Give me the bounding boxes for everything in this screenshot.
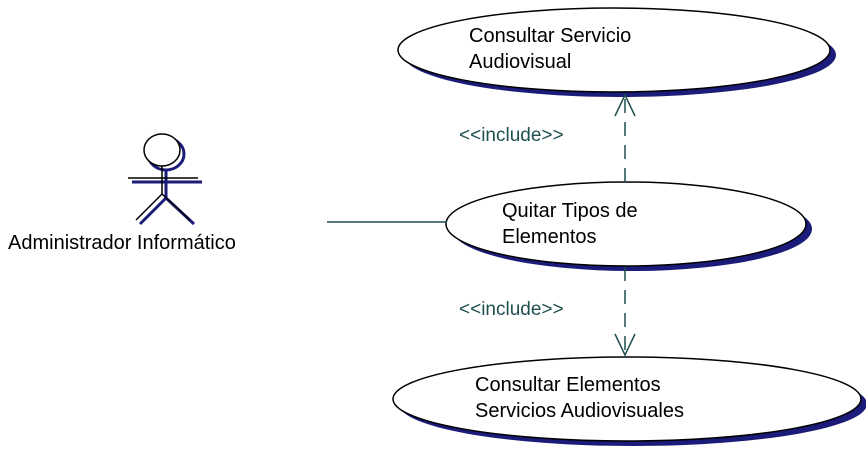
include-label-top: <<include>> — [459, 125, 564, 146]
use-case-label-consultar-servicio: Consultar Servicio Audiovisual — [469, 23, 631, 75]
include-label-bottom: <<include>> — [459, 299, 564, 320]
use-case-label-line: Consultar Servicio — [469, 25, 632, 47]
use-case-label-line: Quitar Tipos de — [502, 200, 638, 222]
actor-figure[interactable] — [128, 133, 202, 226]
use-case-label-line: Servicios Audiovisuales — [475, 400, 684, 422]
use-case-label-line: Elementos — [502, 226, 597, 248]
use-case-label-quitar-tipos: Quitar Tipos de Elementos — [502, 198, 638, 250]
include-arrow-top — [614, 93, 636, 182]
use-case-label-line: Consultar Elementos — [475, 374, 661, 396]
use-case-ellipse — [445, 181, 807, 267]
use-case-label-consultar-elementos: Consultar Elementos Servicios Audiovisua… — [475, 372, 684, 424]
use-case-quitar-tipos[interactable] — [445, 181, 812, 271]
use-case-consultar-servicio[interactable] — [397, 7, 836, 97]
include-arrow-bottom — [614, 267, 636, 357]
use-case-consultar-elementos[interactable] — [392, 356, 866, 446]
use-case-ellipse — [397, 7, 831, 93]
use-case-ellipse — [392, 356, 862, 442]
actor-name: Administrador Informático — [8, 232, 236, 254]
actor-body — [128, 133, 198, 221]
use-case-label-line: Audiovisual — [469, 51, 572, 73]
